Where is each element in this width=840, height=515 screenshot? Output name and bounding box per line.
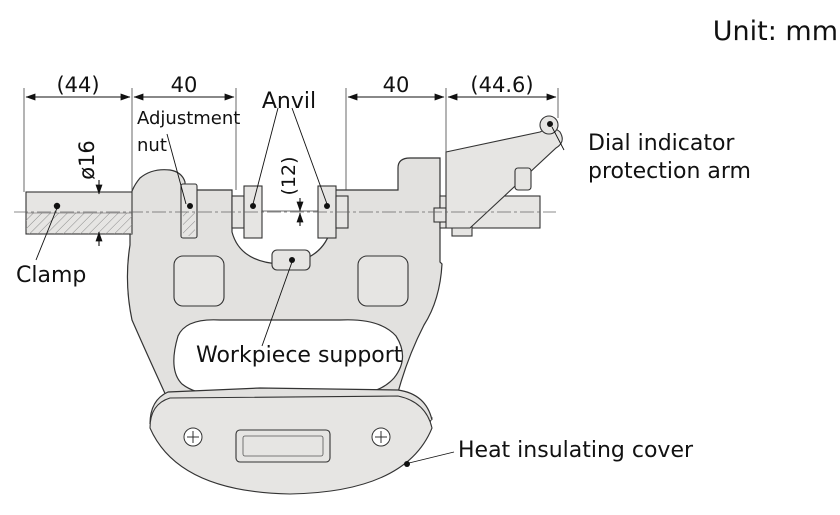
clamp	[25, 191, 133, 235]
dial-arm-label-line2: protection arm	[588, 159, 751, 184]
dim-text-40-left: 40	[171, 73, 198, 97]
dial-arm-label-line1: Dial indicator	[588, 131, 735, 156]
arm-leader-dot	[547, 121, 553, 127]
frame-body	[126, 157, 443, 401]
dimension-lines	[23, 88, 559, 246]
workpiece-support	[271, 249, 311, 271]
screw-icon-left	[183, 427, 203, 447]
frame-recess-right	[357, 255, 409, 307]
unit-label: Unit: mm	[713, 16, 838, 47]
dim-text-dia: ø16	[75, 140, 99, 180]
dim-text-12: (12)	[278, 156, 300, 195]
heat-insulating-cover	[149, 387, 433, 495]
dim-text-44: (44)	[56, 73, 99, 97]
barrel-leader-tab	[433, 207, 447, 223]
frame-recess-left	[173, 255, 225, 307]
dim-text-40-right: 40	[383, 73, 410, 97]
anvil-label: Anvil	[262, 89, 316, 114]
dial-protection-arm	[445, 115, 563, 229]
frame-opening	[173, 319, 404, 395]
adjustment-nut-label-line1: Adjustment	[137, 108, 240, 129]
screw-icon-right	[371, 427, 391, 447]
clamp-label: Clamp	[16, 263, 86, 288]
heat-cover-label: Heat insulating cover	[458, 438, 694, 463]
cover-leader-dot	[404, 461, 410, 467]
cover-window	[235, 429, 331, 463]
dim-text-44-6: (44.6)	[470, 73, 533, 97]
workpiece-support-label: Workpiece support	[196, 343, 403, 368]
adjustment-nut-label-line2: nut	[137, 135, 167, 156]
leader-lines	[35, 107, 565, 464]
anvil-right-dot	[324, 203, 330, 209]
clamp-leader-dot	[53, 202, 61, 210]
anvil-left-dot	[250, 203, 256, 209]
adjustment-nut	[180, 183, 198, 239]
